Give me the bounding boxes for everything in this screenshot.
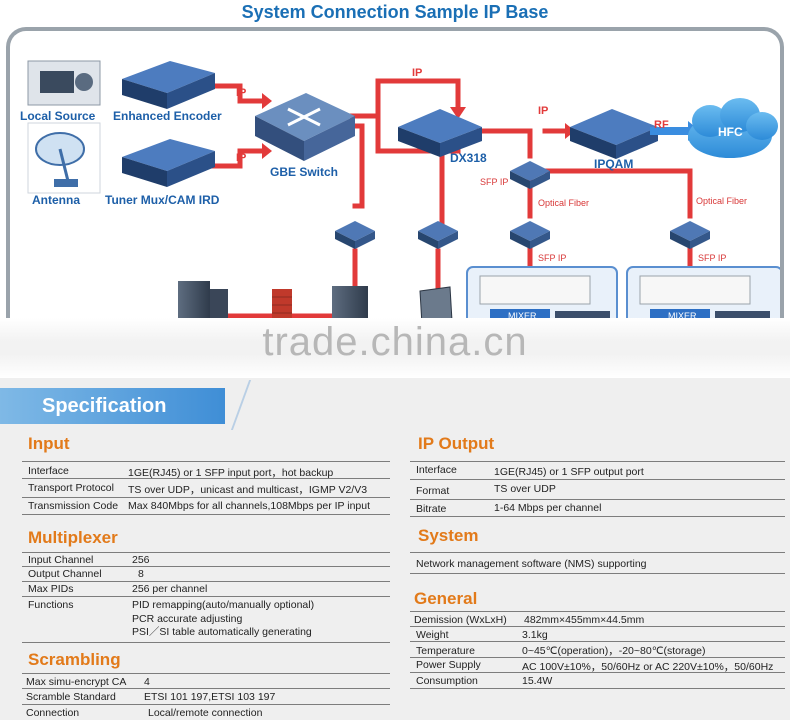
table-row: Power Supply AC 100V±10%，50/60Hz or AC 2…	[410, 658, 785, 673]
table-row: Functions PID remapping(auto/manually op…	[22, 597, 390, 643]
diagram-title: System Connection Sample IP Base	[241, 2, 549, 22]
label-rf: RF	[654, 119, 669, 131]
row-key: Transmission Code	[28, 500, 119, 512]
row-key: Interface	[416, 464, 457, 476]
table-ip-output: Interface 1GE(RJ45) or 1 SFP output port…	[410, 461, 785, 517]
row-value: Network management software (NMS) suppor…	[416, 558, 647, 570]
specification-area	[0, 378, 790, 720]
row-value-line: PSI／SI table automatically generating	[132, 626, 312, 638]
diagram-graphics	[27, 60, 780, 357]
row-value: 15.4W	[522, 675, 553, 687]
label-ip-1: IP	[236, 87, 247, 99]
label-optical-fiber-2: Optical Fiber	[696, 196, 748, 206]
row-key: Transport Protocol	[28, 482, 114, 494]
row-value: 3.1kg	[522, 629, 548, 641]
row-value: 8	[138, 568, 144, 580]
section-title-general: General	[414, 589, 478, 608]
row-value: TS over UDP	[494, 483, 556, 495]
row-key: Max simu-encrypt CA	[26, 676, 127, 688]
row-key: Output Channel	[28, 568, 102, 580]
section-title-input: Input	[28, 434, 70, 453]
row-value: Max 840Mbps for all channels,108Mbps per…	[128, 500, 371, 512]
label-optical-fiber-1: Optical Fiber	[538, 198, 590, 208]
row-key: Functions	[28, 599, 74, 611]
table-system: Network management software (NMS) suppor…	[410, 552, 785, 574]
table-input: Interface 1GE(RJ45) or 1 SFP input port，…	[22, 461, 390, 515]
row-key: Format	[416, 485, 450, 497]
label-local-source: Local Source	[20, 109, 96, 123]
table-row: Consumption 15.4W	[410, 673, 785, 689]
watermark-band	[0, 318, 790, 378]
table-row: Format TS over UDP	[410, 480, 785, 500]
table-row: Interface 1GE(RJ45) or 1 SFP input port，…	[22, 461, 390, 479]
label-sfp-ip-1: SFP IP	[480, 177, 509, 187]
label-ipqam: IPQAM	[594, 157, 634, 171]
label-tuner-mux: Tuner Mux/CAM IRD	[105, 193, 220, 207]
row-key: Bitrate	[416, 503, 447, 515]
table-row: Scramble Standard ETSI 101 197,ETSI 103 …	[22, 689, 390, 705]
row-key: Consumption	[416, 675, 478, 687]
table-row: Transport Protocol TS over UDP，unicast a…	[22, 479, 390, 498]
section-title-scrambling: Scrambling	[28, 650, 121, 669]
table-row: Input Channel 256	[22, 552, 390, 567]
row-value: 256	[132, 554, 150, 566]
table-general: Demission (WxLxH) 482mm×455mm×44.5mm Wei…	[410, 611, 785, 689]
table-row: Bitrate 1-64 Mbps per channel	[410, 500, 785, 517]
row-key: Input Channel	[28, 554, 94, 566]
table-row: Transmission Code Max 840Mbps for all ch…	[22, 498, 390, 515]
row-key: Temperature	[416, 645, 475, 657]
row-value: AC 100V±10%，50/60Hz or AC 220V±10%，50/60…	[522, 661, 774, 673]
label-ip-3: IP	[412, 67, 423, 79]
row-key: Power Supply	[416, 659, 481, 671]
row-key: Demission (WxLxH)	[414, 614, 507, 626]
row-key: Weight	[416, 629, 449, 641]
table-row: Demission (WxLxH) 482mm×455mm×44.5mm	[410, 611, 785, 627]
watermark: trade.china.cn	[262, 320, 528, 364]
row-value: 0~45℃(operation)，-20~80℃(storage)	[522, 645, 706, 657]
label-sfp-ip-3: SFP IP	[698, 253, 727, 263]
row-value: 1-64 Mbps per channel	[494, 502, 602, 514]
row-value: 1GE(RJ45) or 1 SFP input port，hot backup	[128, 467, 334, 479]
row-value-line: PCR accurate adjusting	[132, 612, 243, 625]
row-value: 4	[144, 676, 150, 688]
row-value: Local/remote connection	[148, 707, 263, 719]
section-title-ip-output: IP Output	[418, 434, 495, 453]
label-antenna: Antenna	[32, 193, 80, 207]
table-row: Connection Local/remote connection	[22, 705, 390, 721]
row-value: 256 per channel	[132, 583, 208, 595]
table-row: Output Channel 8	[22, 567, 390, 582]
table-multiplexer: Input Channel 256 Output Channel 8 Max P…	[22, 552, 390, 643]
label-hfc: HFC	[718, 125, 743, 139]
label-sfp-ip-2: SFP IP	[538, 253, 567, 263]
section-title-multiplexer: Multiplexer	[28, 528, 118, 547]
connection-diagram: Local Source Antenna Enhanced Encoder Tu…	[6, 27, 784, 357]
label-mixer-1: MIXER	[508, 311, 537, 321]
label-mixer-2: MIXER	[668, 311, 697, 321]
table-row: Max simu-encrypt CA 4	[22, 673, 390, 689]
table-scrambling: Max simu-encrypt CA 4 Scramble Standard …	[22, 673, 390, 721]
label-dx318: DX318	[450, 151, 487, 165]
row-value-line: PID remapping(auto/manually optional)	[132, 599, 315, 611]
row-key: Scramble Standard	[26, 691, 116, 703]
section-title-system: System	[418, 526, 479, 545]
label-ip-2: IP	[236, 152, 247, 164]
row-key: Interface	[28, 465, 69, 477]
row-value: ETSI 101 197,ETSI 103 197	[144, 691, 276, 703]
row-value: 1GE(RJ45) or 1 SFP output port	[494, 466, 644, 478]
row-key: Connection	[26, 707, 80, 719]
row-value: TS over UDP，unicast and multicast，IGMP V…	[128, 484, 368, 496]
row-value: PID remapping(auto/manually optional) PC…	[132, 599, 314, 640]
table-row: Max PIDs 256 per channel	[22, 582, 390, 597]
table-row: Weight 3.1kg	[410, 627, 785, 642]
label-enhanced-encoder: Enhanced Encoder	[113, 109, 222, 123]
row-key: Max PIDs	[28, 583, 74, 595]
table-row: Interface 1GE(RJ45) or 1 SFP output port	[410, 461, 785, 480]
specification-banner: Specification	[0, 388, 225, 424]
row-value: 482mm×455mm×44.5mm	[524, 614, 645, 626]
table-row: Temperature 0~45℃(operation)，-20~80℃(sto…	[410, 642, 785, 658]
label-gbe-switch: GBE Switch	[270, 165, 339, 179]
label-ip-4: IP	[538, 105, 549, 117]
table-row: Network management software (NMS) suppor…	[410, 552, 785, 574]
